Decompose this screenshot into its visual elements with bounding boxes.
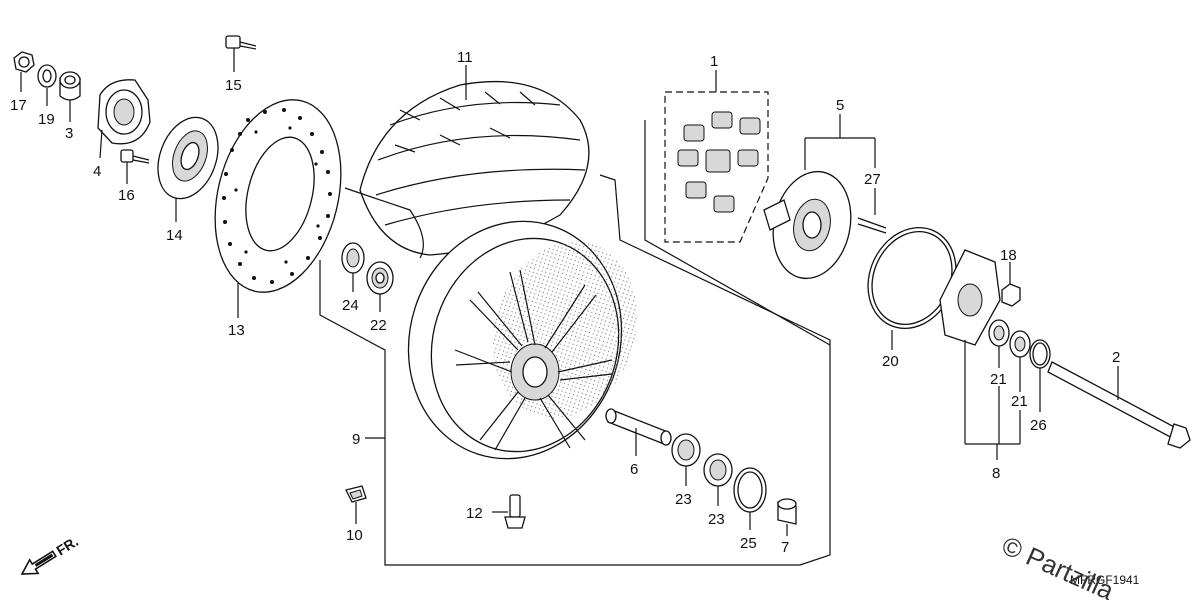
- part-damper-1: [677, 111, 761, 213]
- part-tire-11: [344, 80, 590, 259]
- callout-25: 25: [740, 535, 757, 552]
- part-nut-18: [1001, 283, 1021, 307]
- callout-12: 12: [466, 505, 483, 522]
- part-snap-ring-20: [867, 226, 957, 330]
- part-pulser-ring-14: [157, 116, 219, 200]
- callout-1: 1: [710, 53, 718, 70]
- part-brake-disc-13: [214, 99, 342, 293]
- callout-2: 2: [1112, 349, 1120, 366]
- callout-21a: 21: [990, 371, 1007, 388]
- callout-20: 20: [882, 353, 899, 370]
- part-washer-19: [37, 64, 57, 88]
- part-sleeve-6: [605, 408, 672, 446]
- part-holder-8: [939, 249, 1001, 346]
- part-axle-2: [1047, 361, 1191, 449]
- callout-23a: 23: [675, 491, 692, 508]
- frame-damper-1: [664, 91, 769, 243]
- callout-8: 8: [992, 465, 1000, 482]
- part-stud-27: [857, 217, 887, 234]
- part-bearing-21a: [988, 319, 1010, 347]
- callout-14: 14: [166, 227, 183, 244]
- callout-22: 22: [370, 317, 387, 334]
- part-bearing-22: [366, 261, 394, 295]
- frame-flange-5: [644, 120, 831, 346]
- callout-21b: 21: [1011, 393, 1028, 410]
- callout-3: 3: [65, 125, 73, 142]
- callout-7: 7: [781, 539, 789, 556]
- callout-9: 9: [352, 431, 360, 448]
- callout-13: 13: [228, 322, 245, 339]
- part-flange-5: [763, 170, 852, 280]
- callout-17: 17: [10, 97, 27, 114]
- front-label: FR.: [53, 533, 81, 559]
- part-weight-10: [345, 485, 367, 503]
- leader-lines: [20, 48, 1119, 536]
- part-valve-12: [504, 494, 526, 529]
- part-collar-3: [59, 71, 81, 101]
- callout-27: 27: [864, 171, 881, 188]
- callout-24: 24: [342, 297, 359, 314]
- callout-26: 26: [1030, 417, 1047, 434]
- callout-23b: 23: [708, 511, 725, 528]
- part-seal-24: [341, 242, 365, 274]
- callout-10: 10: [346, 527, 363, 544]
- part-oring-25: [733, 467, 767, 513]
- callout-16: 16: [118, 187, 135, 204]
- callout-labels: 1 2 3 4 5 6 7 8 9 10 11 12 13 14 15 16 1…: [10, 49, 1120, 556]
- callout-11: 11: [457, 49, 473, 66]
- frame-wheel-9: [319, 174, 831, 566]
- callout-15: 15: [225, 77, 242, 94]
- part-nut-17: [13, 51, 35, 73]
- callout-6: 6: [630, 461, 638, 478]
- part-bearing-21b: [1009, 330, 1031, 358]
- watermark: © Partzilla: [998, 530, 1119, 600]
- part-bolt-16: [120, 149, 150, 164]
- callout-18: 18: [1000, 247, 1017, 264]
- part-retainer-4: [97, 79, 151, 145]
- callout-4: 4: [93, 163, 101, 180]
- diagram-code: MFRGF1941: [1070, 573, 1140, 587]
- callout-5: 5: [836, 97, 844, 114]
- part-bolt-15: [225, 35, 257, 50]
- part-bearing-23b: [703, 453, 733, 487]
- part-oring-26: [1029, 339, 1051, 369]
- part-wheel-9: [407, 220, 638, 460]
- front-indicator: FR.: [20, 533, 81, 575]
- callout-19: 19: [38, 111, 55, 128]
- part-collar-7: [777, 498, 797, 525]
- part-bearing-23a: [671, 433, 701, 467]
